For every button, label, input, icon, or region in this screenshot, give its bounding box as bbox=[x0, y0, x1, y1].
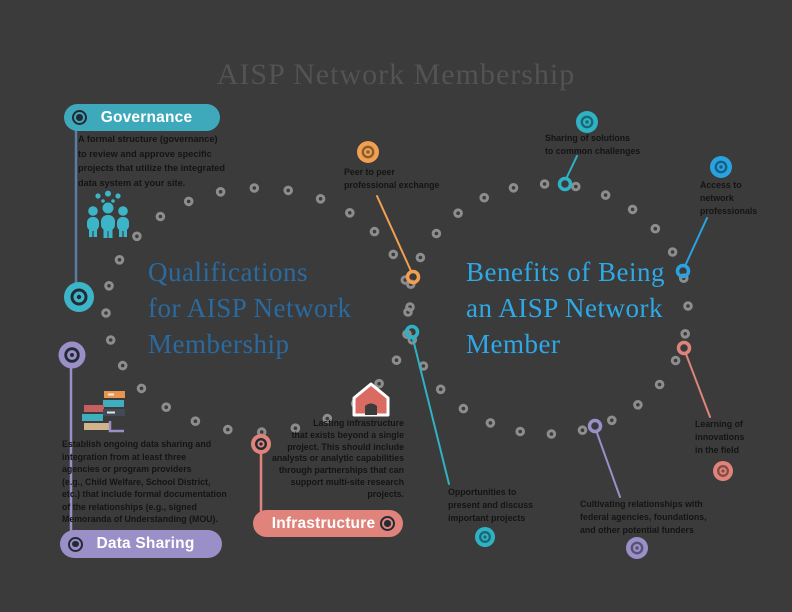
dotted-circle-dot bbox=[136, 383, 147, 394]
target-icon bbox=[68, 536, 83, 552]
dotted-circle-dot bbox=[415, 252, 426, 263]
peer-anchor-ring bbox=[405, 269, 421, 285]
governance-pill-label: Governance bbox=[100, 108, 193, 126]
governance-pill[interactable]: Governance bbox=[64, 104, 220, 131]
dotted-circle-dot bbox=[105, 335, 116, 345]
data-sharing-node-icon bbox=[58, 341, 86, 369]
dotted-circle-dot bbox=[546, 429, 557, 439]
dotted-circle-dot bbox=[114, 255, 125, 265]
dotted-circle-dot bbox=[322, 413, 333, 424]
dotted-circle-dot bbox=[117, 360, 128, 371]
page-title: AISP Network Membership bbox=[216, 58, 576, 91]
dotted-circle-dot bbox=[683, 301, 693, 311]
dotted-circle-dot bbox=[508, 183, 519, 193]
cultivating-marker-icon bbox=[626, 537, 648, 559]
access-marker-icon bbox=[710, 156, 732, 178]
dotted-circle-dot bbox=[654, 379, 665, 390]
dotted-circle-dot bbox=[435, 384, 446, 395]
target-icon bbox=[380, 516, 395, 531]
dotted-circle-dot bbox=[345, 208, 355, 218]
opportunities-connector-line bbox=[412, 338, 450, 485]
dotted-circle-dot bbox=[627, 204, 638, 215]
benefit-cultivating-label: Cultivating relationships with federal a… bbox=[580, 499, 707, 536]
governance-node-icon bbox=[64, 282, 94, 312]
infrastructure-node-icon bbox=[251, 434, 271, 454]
dotted-circle-dot bbox=[374, 378, 384, 389]
dotted-circle-dot bbox=[391, 355, 402, 366]
data-sharing-pill-label: Data Sharing bbox=[96, 535, 195, 552]
dotted-circle-dot bbox=[607, 415, 617, 426]
dotted-circle-dot bbox=[155, 211, 166, 222]
dotted-circle-dot bbox=[161, 402, 171, 413]
benefit-sharing-label: Sharing of solutions to common challenge… bbox=[545, 133, 641, 157]
governance-description: A formal structure (governance) to revie… bbox=[78, 134, 226, 188]
dotted-circle-dot bbox=[577, 425, 588, 436]
people-group-icon bbox=[87, 190, 129, 238]
dotted-circle-dot bbox=[515, 426, 526, 437]
sharing-anchor-ring bbox=[557, 176, 573, 192]
sharing-marker-icon bbox=[576, 111, 598, 133]
dotted-circle-dot bbox=[215, 187, 226, 197]
dotted-circle-dot bbox=[680, 329, 691, 339]
dotted-circle-dot bbox=[132, 231, 142, 242]
learning-connector-line bbox=[685, 353, 711, 418]
house-icon bbox=[352, 382, 390, 417]
dotted-circle-dot bbox=[670, 355, 681, 366]
dotted-circle-dot bbox=[183, 196, 194, 207]
data-sharing-pill[interactable]: Data Sharing bbox=[60, 530, 222, 558]
database-connector-line bbox=[108, 421, 124, 433]
infrastructure-description: Lasting infrastructure that exists beyon… bbox=[271, 418, 404, 499]
learning-anchor-ring bbox=[676, 340, 692, 356]
dotted-circle-dot bbox=[431, 228, 442, 239]
dotted-circle-dot bbox=[104, 281, 114, 291]
infrastructure-pill[interactable]: Infrastructure bbox=[253, 510, 403, 537]
dotted-circle-dot bbox=[539, 179, 550, 189]
dotted-circle-dot bbox=[479, 192, 490, 203]
benefit-peer-label: Peer to peer professional exchange bbox=[344, 167, 440, 191]
opportunities-marker-icon bbox=[475, 527, 495, 547]
cultivating-connector-line bbox=[596, 432, 621, 498]
access-connector-line bbox=[684, 217, 708, 267]
data-sharing-description: Establish ongoing data sharing and integ… bbox=[62, 439, 227, 524]
benefit-learning-label: Learning of innovations in the field bbox=[695, 419, 745, 456]
access-anchor-ring bbox=[675, 263, 691, 279]
peer-connector-line bbox=[376, 195, 412, 272]
qualifications-title: Qualifications for AISP Network Membersh… bbox=[148, 257, 352, 359]
dotted-circle-dot bbox=[223, 424, 233, 435]
dotted-circle-dot bbox=[101, 308, 111, 318]
dotted-circle-dot bbox=[403, 307, 413, 317]
dotted-circle-dot bbox=[369, 226, 380, 237]
dotted-circle-dot bbox=[190, 416, 201, 427]
dotted-circle-dot bbox=[290, 423, 301, 434]
dotted-circle-dot bbox=[485, 418, 496, 428]
dotted-circle-dot bbox=[315, 194, 326, 204]
dotted-circle-dot bbox=[650, 223, 661, 234]
dotted-circle-dot bbox=[283, 185, 294, 196]
sharing-connector-line bbox=[565, 155, 578, 180]
dotted-circle-dot bbox=[633, 400, 643, 410]
target-icon bbox=[72, 110, 87, 125]
learning-marker-icon bbox=[713, 461, 733, 481]
peer-marker-icon bbox=[357, 141, 379, 163]
dotted-circle-dot bbox=[458, 403, 469, 414]
dotted-circle-dot bbox=[388, 249, 399, 260]
benefit-access-label: Access to network professionals bbox=[700, 180, 758, 217]
cultivating-anchor-ring bbox=[587, 418, 603, 434]
dotted-circle-dot bbox=[667, 247, 678, 257]
dotted-circle-dot bbox=[453, 208, 463, 218]
dotted-circle-dot bbox=[571, 181, 581, 192]
database-stack-icon bbox=[82, 391, 125, 433]
dotted-circle-dot bbox=[249, 183, 260, 193]
benefits-title: Benefits of Being an AISP Network Member bbox=[466, 257, 665, 359]
dotted-circle-dot bbox=[600, 190, 611, 200]
opportunities-anchor-ring bbox=[404, 324, 420, 340]
infrastructure-pill-label: Infrastructure bbox=[271, 514, 376, 532]
benefit-opportunities-label: Opportunities to present and discuss imp… bbox=[448, 487, 534, 524]
